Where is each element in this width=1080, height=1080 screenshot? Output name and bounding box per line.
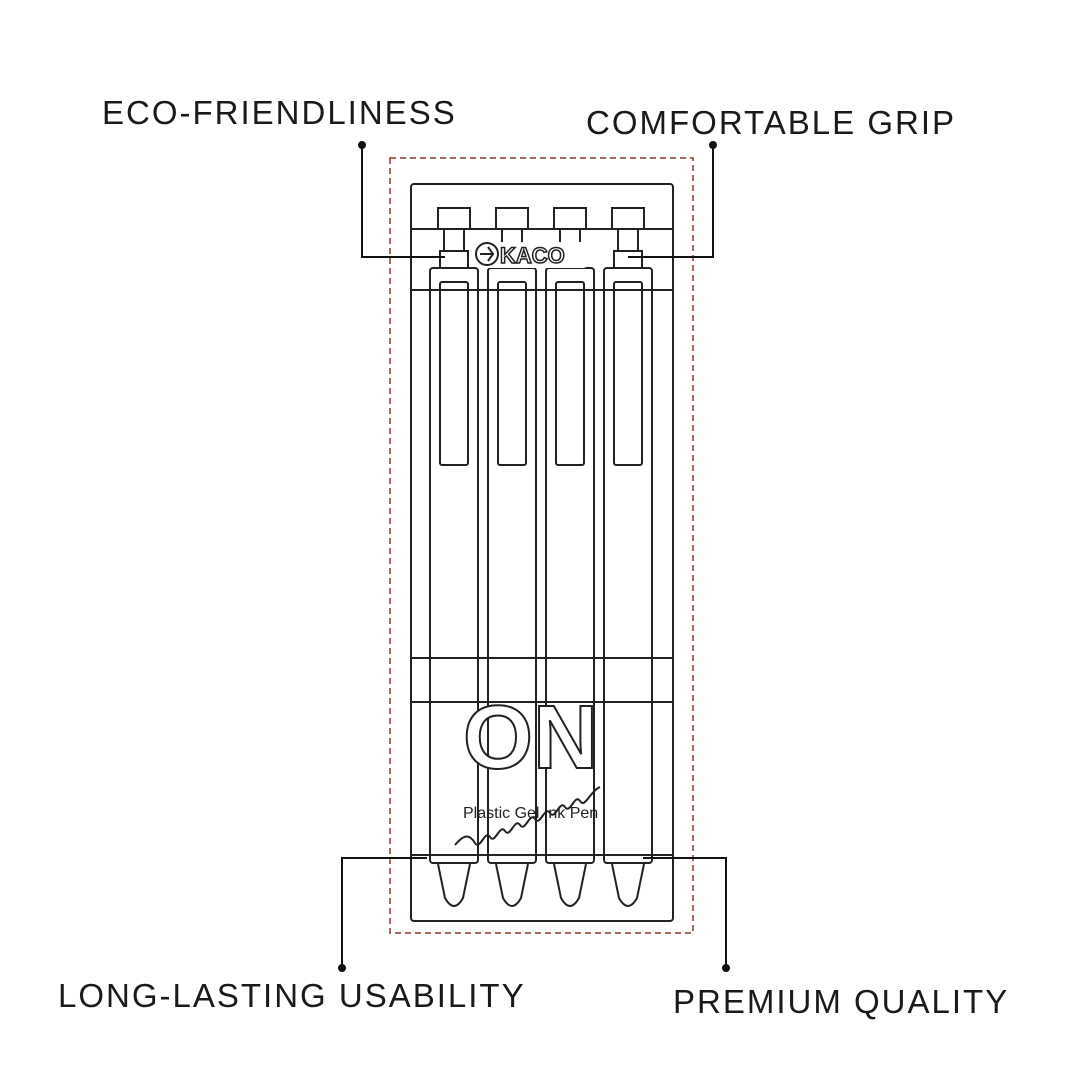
pen [487, 207, 537, 907]
pen-tip [437, 863, 471, 907]
label-comfortable-grip: COMFORTABLE GRIP [586, 104, 956, 141]
pen-button [611, 207, 645, 230]
label-eco-friendliness: ECO-FRIENDLINESS [102, 94, 457, 131]
on-big-text: ON [463, 688, 598, 788]
label-premium-quality: PREMIUM QUALITY [673, 983, 1010, 1020]
pen [603, 207, 653, 907]
pen-button [437, 207, 471, 230]
product-subtitle: Plastic Gel Ink Pen [463, 805, 598, 822]
package-outline [410, 183, 674, 922]
pen-clip [555, 281, 585, 466]
label-long-lasting-usability: LONG-LASTING USABILITY [58, 977, 526, 1014]
pen-button [553, 207, 587, 230]
pen [545, 207, 595, 907]
pen-clip [497, 281, 527, 466]
pen-clip [613, 281, 643, 466]
kaco-logo: KACO [472, 242, 592, 269]
pen [429, 207, 479, 907]
pens [429, 207, 653, 907]
pen-tip [553, 863, 587, 907]
brand-text: KACO [500, 243, 565, 268]
pen-button [495, 207, 529, 230]
on-logo: ON Plastic Gel Ink Pen [454, 687, 601, 846]
callout-lines [338, 141, 730, 972]
pen-tip [495, 863, 529, 907]
pen-tip [611, 863, 645, 907]
dashed-frame [389, 157, 694, 934]
pen-clip [439, 281, 469, 466]
